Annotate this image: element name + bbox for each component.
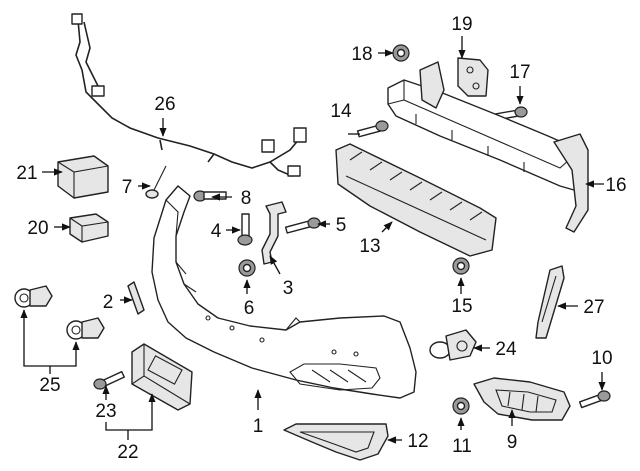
fog-lamp [429,329,477,361]
bolt-14 [356,120,389,138]
reflector [127,281,145,315]
callout-27: 27 [583,297,604,318]
nut-6 [238,259,256,277]
reinforcement-bar [387,61,589,233]
callout-1: 1 [253,416,264,437]
callout-15: 15 [451,296,472,317]
callout-11: 11 [452,436,472,457]
callout-labels: 1 2 3 4 5 6 7 8 9 10 11 12 13 14 15 16 1… [16,14,626,463]
callout-2: 2 [103,292,114,313]
leader-lines [20,36,606,444]
screw-23 [93,370,125,390]
nut-11 [452,397,470,415]
side-marker [535,265,565,339]
callout-22: 22 [117,442,138,463]
callout-18: 18 [351,44,372,65]
wiring-harness [71,13,307,177]
callout-26: 26 [154,94,175,115]
fog-lamp-grille [473,377,571,421]
bolt-10 [578,390,611,409]
callout-5: 5 [336,215,347,236]
bolt-8 [193,190,227,202]
callout-3: 3 [283,278,294,299]
callout-9: 9 [507,432,518,453]
callout-7: 7 [122,177,133,198]
parking-sensor-a [14,285,53,308]
callout-10: 10 [591,348,612,369]
bracket-plate [457,57,489,97]
callout-21: 21 [16,163,37,184]
bumper-cover [151,185,417,399]
bumper-bracket [261,201,287,265]
callout-17: 17 [509,62,530,83]
nut-15 [452,257,470,275]
callout-14: 14 [330,101,352,122]
grille-trim [283,423,389,461]
callout-4: 4 [211,221,222,242]
sensor-module [69,213,109,243]
stud-4 [237,213,253,246]
callout-13: 13 [359,236,380,257]
callout-24: 24 [495,339,517,360]
callout-8: 8 [241,188,252,209]
callout-20: 20 [27,218,48,239]
callout-23: 23 [95,401,116,422]
callout-12: 12 [407,431,428,452]
bolt-5 [284,217,321,234]
callout-6: 6 [244,298,255,319]
license-plate-bracket [131,343,193,411]
callout-25: 25 [39,375,60,396]
callout-16: 16 [605,175,626,196]
nut-18 [392,44,410,62]
callout-19: 19 [451,14,472,35]
parking-sensor-b [66,317,105,340]
control-module [57,155,109,199]
retainer-pin [145,165,167,199]
energy-absorber [335,143,497,257]
